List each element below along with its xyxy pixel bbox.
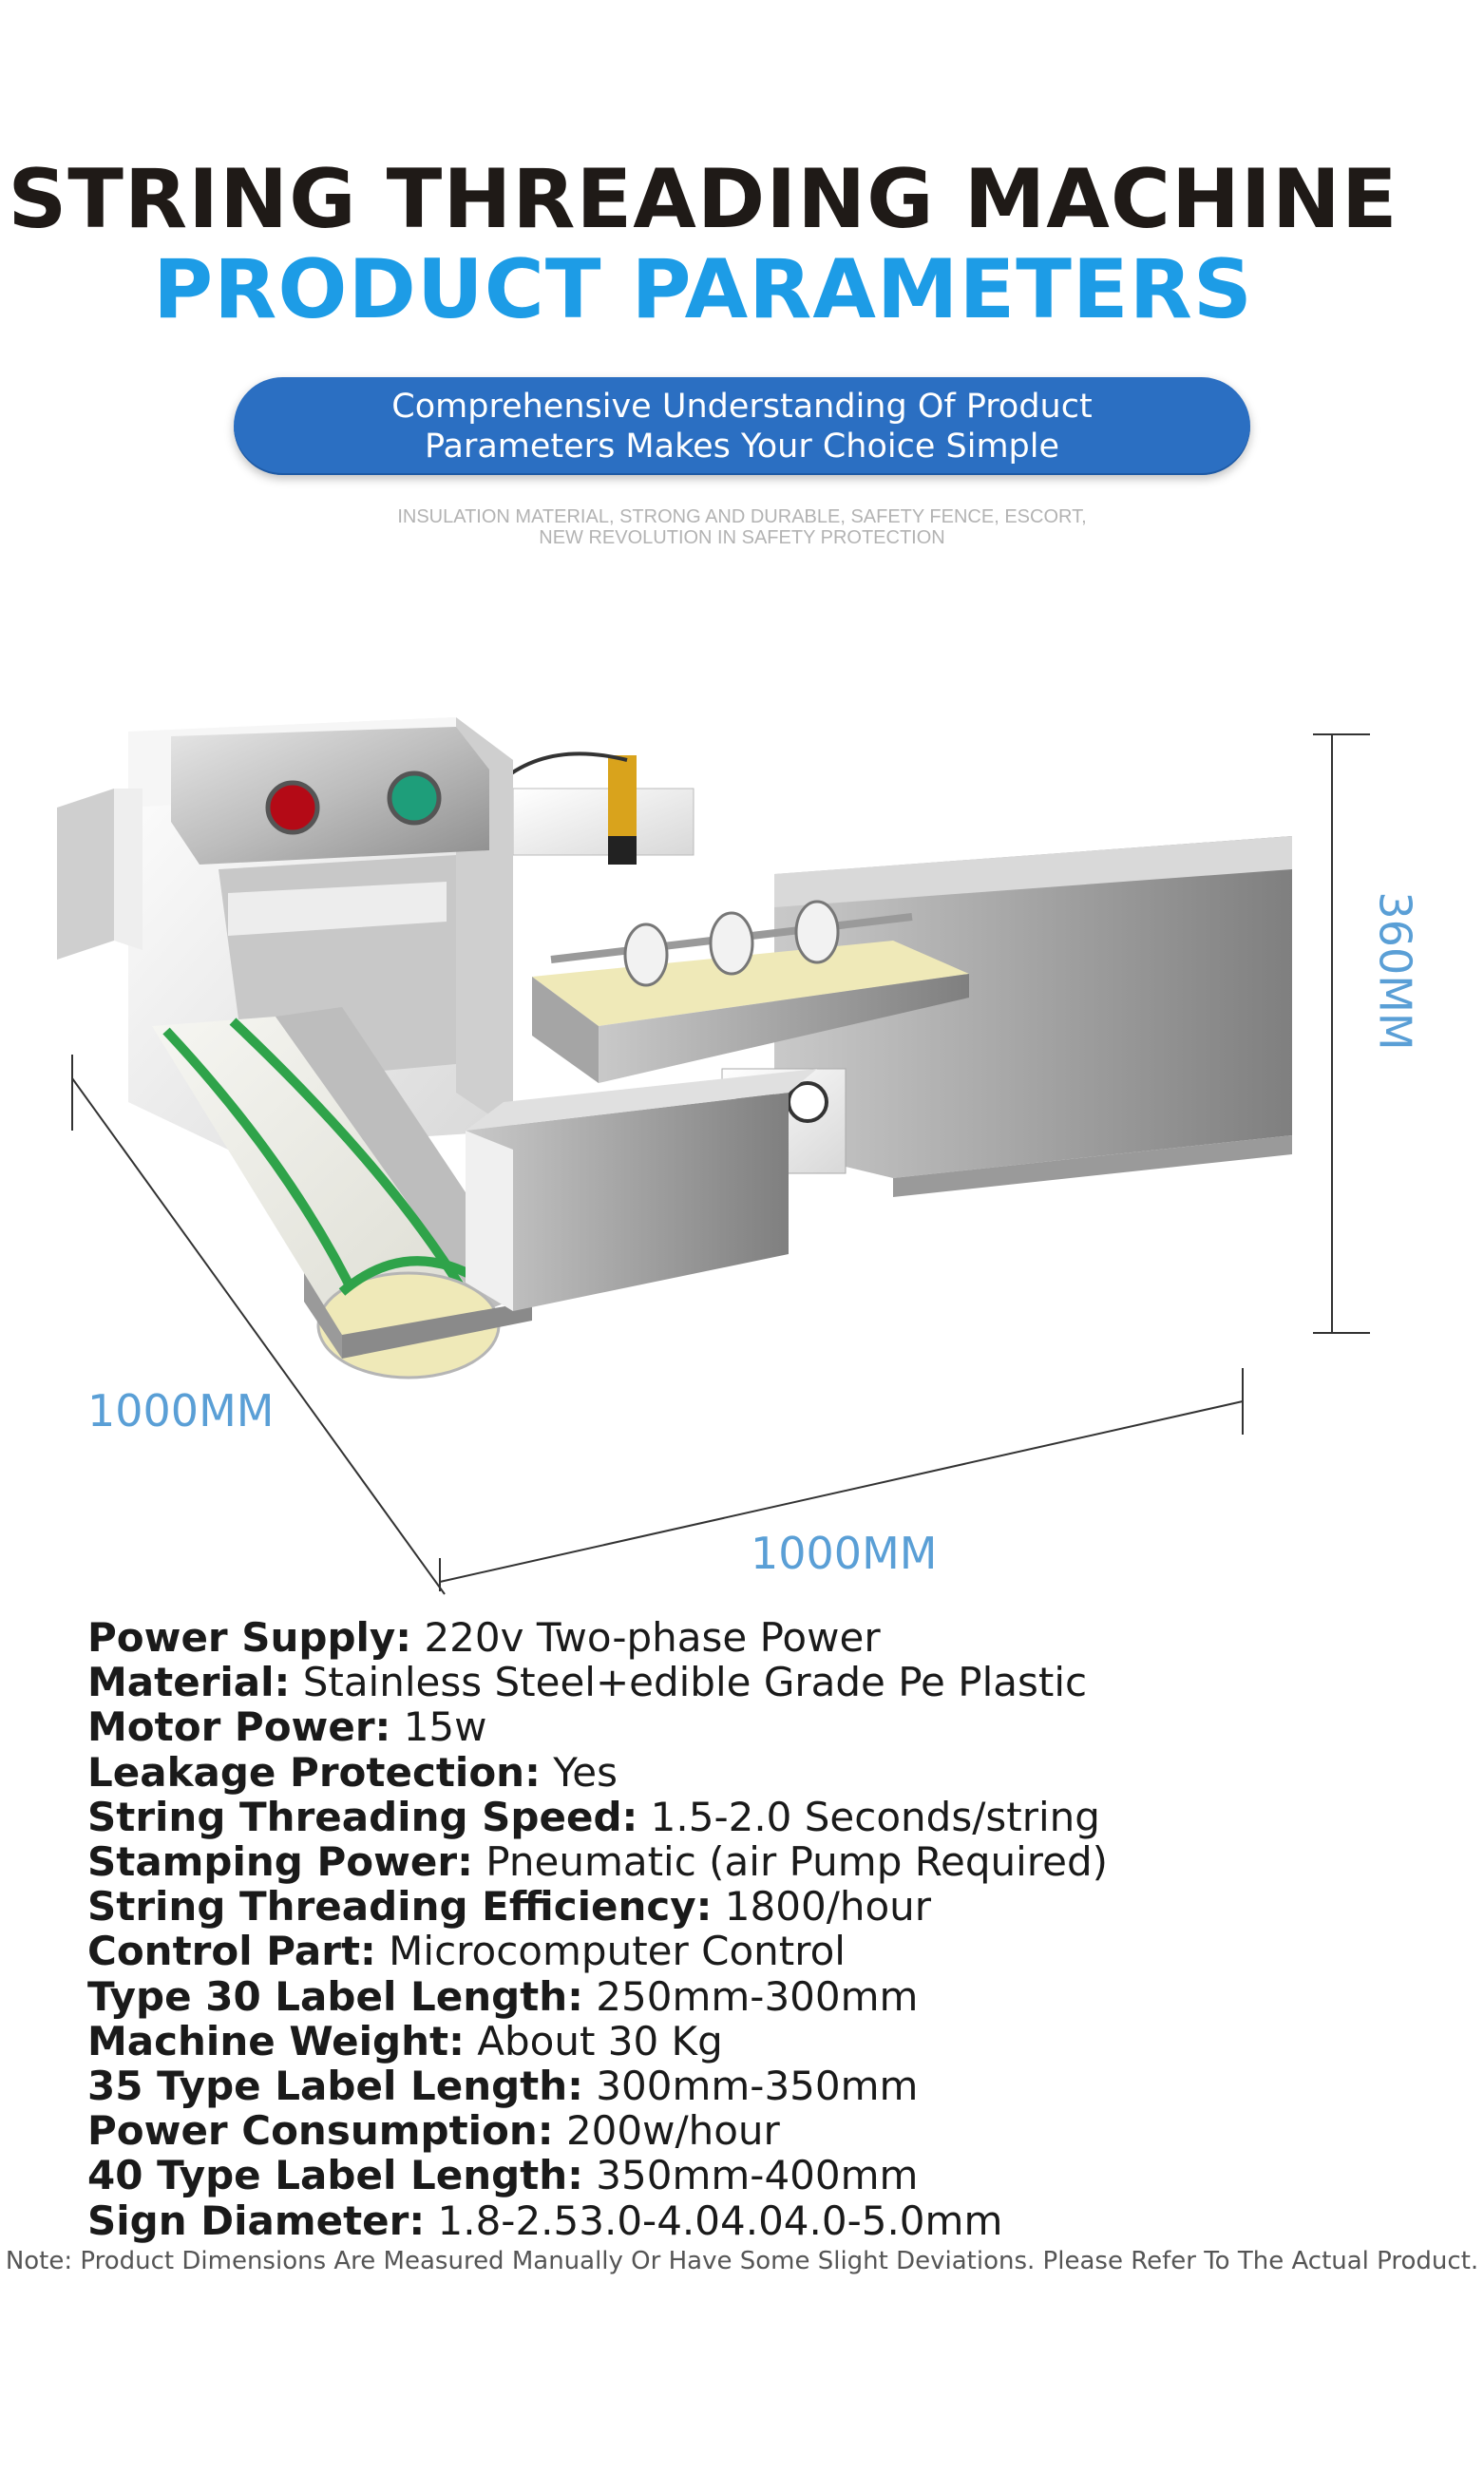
page-subtitle: PRODUCT PARAMETERS bbox=[153, 242, 1253, 337]
page-title: STRING THREADING MACHINE bbox=[8, 152, 1398, 247]
spec-row: 35 Type Label Length: 300mm-350mm bbox=[87, 2064, 1417, 2108]
spec-value: 1800/hour bbox=[712, 1883, 932, 1931]
spec-value: 1.8-2.53.0-4.04.04.0-5.0mm bbox=[425, 2197, 1003, 2244]
dimension-lines bbox=[71, 733, 1370, 1595]
spec-value: About 30 Kg bbox=[464, 2017, 723, 2064]
banner-pill: Comprehensive Understanding Of Product P… bbox=[234, 377, 1250, 475]
spec-row: Power Supply: 220v Two-phase Power bbox=[87, 1615, 1417, 1660]
spec-value: 200w/hour bbox=[553, 2107, 780, 2155]
spec-list: Power Supply: 220v Two-phase Power Mater… bbox=[87, 1615, 1417, 2243]
spec-row: Power Consumption: 200w/hour bbox=[87, 2108, 1417, 2153]
spec-value: 1.5-2.0 Seconds/string bbox=[637, 1793, 1100, 1840]
footnote: Note: Product Dimensions Are Measured Ma… bbox=[5, 2247, 1479, 2275]
front-block bbox=[466, 1069, 817, 1311]
spec-label: Leakage Protection: bbox=[87, 1748, 541, 1796]
spec-value: Microcomputer Control bbox=[375, 1928, 846, 1975]
tagline-line-2: NEW REVOLUTION IN SAFETY PROTECTION bbox=[539, 527, 945, 548]
spec-value: 350mm-400mm bbox=[582, 2152, 919, 2199]
spec-row: Motor Power: 15w bbox=[87, 1704, 1417, 1749]
spec-label: 35 Type Label Length: bbox=[87, 2063, 583, 2110]
spec-row: Control Part: Microcomputer Control bbox=[87, 1929, 1417, 1973]
spec-label: Material: bbox=[87, 1659, 291, 1706]
spec-value: 250mm-300mm bbox=[582, 1972, 919, 2020]
spec-label: Stamping Power: bbox=[87, 1838, 473, 1886]
dimension-width-label: 1000MM bbox=[751, 1528, 938, 1579]
banner-line-1: Comprehensive Understanding Of Product bbox=[391, 387, 1093, 426]
roller-tray bbox=[532, 900, 969, 1083]
spec-row: Machine Weight: About 30 Kg bbox=[87, 2019, 1417, 2064]
banner-line-2: Parameters Makes Your Choice Simple bbox=[424, 427, 1060, 466]
spec-row: Leakage Protection: Yes bbox=[87, 1750, 1417, 1795]
spec-row: String Threading Efficiency: 1800/hour bbox=[87, 1884, 1417, 1929]
tagline: INSULATION MATERIAL, STRONG AND DURABLE,… bbox=[0, 506, 1484, 548]
spec-label: Sign Diameter: bbox=[87, 2197, 426, 2244]
side-guard bbox=[57, 789, 143, 960]
spec-value: 300mm-350mm bbox=[582, 2063, 919, 2110]
spec-label: Control Part: bbox=[87, 1928, 376, 1975]
spec-value: Pneumatic (air Pump Required) bbox=[472, 1838, 1109, 1886]
spec-row: Material: Stainless Steel+edible Grade P… bbox=[87, 1660, 1417, 1704]
spec-label: Type 30 Label Length: bbox=[87, 1972, 583, 2020]
machine-illustration bbox=[57, 717, 1370, 1595]
spec-label: Power Consumption: bbox=[87, 2107, 554, 2155]
spec-row: Sign Diameter: 1.8-2.53.0-4.04.04.0-5.0m… bbox=[87, 2198, 1417, 2243]
dimension-depth-label: 1000MM bbox=[87, 1385, 275, 1436]
spec-row: Stamping Power: Pneumatic (air Pump Requ… bbox=[87, 1839, 1417, 1884]
spec-value: 15w bbox=[390, 1703, 487, 1751]
tagline-line-1: INSULATION MATERIAL, STRONG AND DURABLE,… bbox=[397, 506, 1087, 527]
spec-row: 40 Type Label Length: 350mm-400mm bbox=[87, 2153, 1417, 2197]
spec-label: String Threading Speed: bbox=[87, 1793, 638, 1840]
sensor-arm bbox=[502, 751, 694, 865]
dimension-height-label: 360MM bbox=[1369, 891, 1421, 1051]
spec-label: Power Supply: bbox=[87, 1614, 412, 1661]
spec-value: Yes bbox=[540, 1748, 618, 1796]
spec-label: String Threading Efficiency: bbox=[87, 1883, 713, 1931]
spec-label: Motor Power: bbox=[87, 1703, 391, 1751]
spec-row: Type 30 Label Length: 250mm-300mm bbox=[87, 1974, 1417, 2019]
spec-value: Stainless Steel+edible Grade Pe Plastic bbox=[290, 1659, 1088, 1706]
spec-row: String Threading Speed: 1.5-2.0 Seconds/… bbox=[87, 1795, 1417, 1839]
spec-value: 220v Two-phase Power bbox=[411, 1614, 881, 1661]
spec-label: Machine Weight: bbox=[87, 2017, 465, 2064]
spec-label: 40 Type Label Length: bbox=[87, 2152, 583, 2199]
